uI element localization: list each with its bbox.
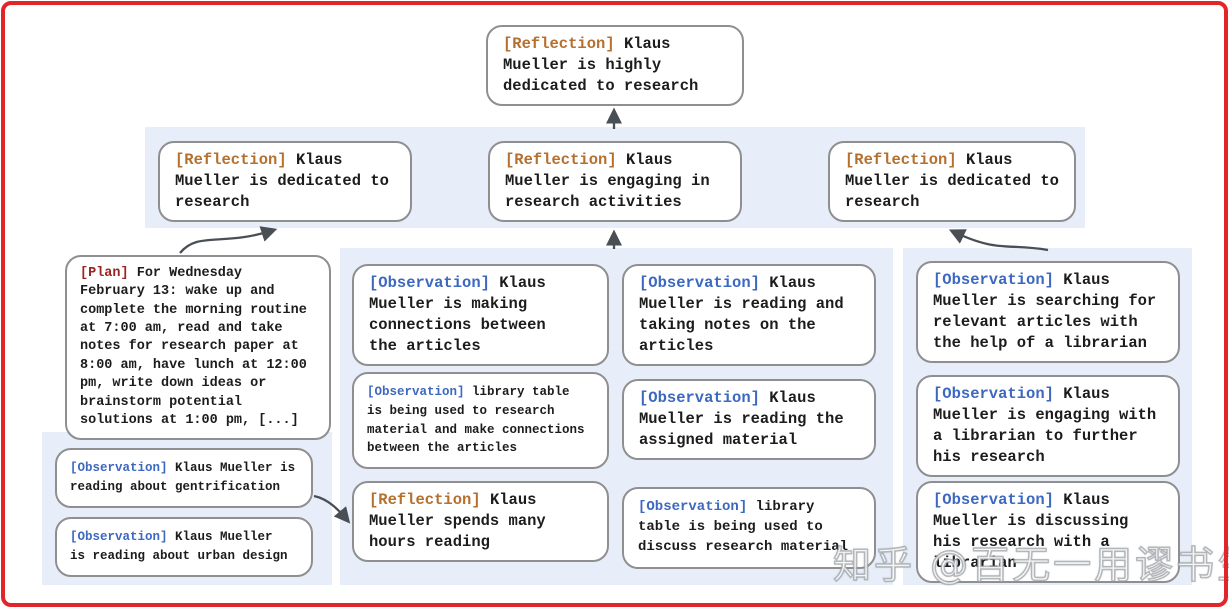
memory-type-tag: [Observation]: [369, 274, 490, 292]
memory-text: library table is being used to research …: [367, 385, 585, 456]
observation-card: [Observation] Klaus Mueller is reading a…: [622, 264, 876, 366]
memory-type-tag: [Reflection]: [369, 491, 481, 509]
memory-text: Klaus Mueller is dedicated to research: [175, 151, 389, 211]
reflection-card: [Reflection] Klaus Mueller is engaging i…: [488, 141, 742, 222]
memory-type-tag: [Observation]: [639, 274, 760, 292]
memory-type-tag: [Reflection]: [175, 151, 287, 169]
observation-card: [Observation] Klaus Mueller is reading a…: [55, 448, 313, 508]
memory-text: Klaus Mueller is reading about gentrific…: [70, 461, 296, 494]
memory-type-tag: [Observation]: [367, 385, 465, 399]
memory-text: Klaus Mueller is highly dedicated to res…: [503, 35, 699, 95]
plan-card: [Plan] For Wednesday February 13: wake u…: [65, 255, 331, 441]
memory-type-tag: [Observation]: [933, 385, 1054, 403]
reflection-card: [Reflection] Klaus Mueller is dedicated …: [158, 141, 412, 222]
memory-text: Klaus Mueller is reading and taking note…: [639, 274, 844, 355]
reflection-card: [Reflection] Klaus Mueller spends many h…: [352, 481, 609, 562]
memory-type-tag: [Reflection]: [503, 35, 615, 53]
memory-text: Klaus Mueller is reading about urban des…: [70, 530, 288, 563]
memory-text: Klaus Mueller is making connections betw…: [369, 274, 546, 355]
arrow-plan-to-left-reflection: [179, 226, 278, 254]
observation-card: [Observation] Klaus Mueller is searching…: [916, 261, 1180, 363]
memory-text: library table is being used to discuss r…: [638, 499, 849, 555]
observation-card: [Observation] Klaus Mueller is making co…: [352, 264, 609, 366]
memory-type-tag: [Observation]: [933, 271, 1054, 289]
memory-text: For Wednesday February 13: wake up and c…: [80, 266, 307, 428]
observation-card: [Observation] Klaus Mueller is reading t…: [622, 379, 876, 460]
memory-type-tag: [Observation]: [933, 491, 1054, 509]
memory-text: Klaus Mueller spends many hours reading: [369, 491, 546, 551]
watermark: 知乎 @百无一用谬书生: [832, 542, 1229, 588]
memory-type-tag: [Observation]: [70, 461, 168, 475]
memory-text: Klaus Mueller is dedicated to research: [845, 151, 1059, 211]
memory-type-tag: [Observation]: [70, 530, 168, 544]
reflection-card: [Reflection] Klaus Mueller is highly ded…: [486, 25, 744, 106]
memory-text: Klaus Mueller is engaging in research ac…: [505, 151, 710, 211]
memory-type-tag: [Reflection]: [845, 151, 957, 169]
observation-card: [Observation] Klaus Mueller is discussin…: [916, 481, 1180, 583]
observation-card: [Observation] library table is being use…: [622, 487, 876, 569]
memory-type-tag: [Plan]: [80, 266, 129, 281]
observation-card: [Observation] library table is being use…: [352, 372, 609, 469]
reflection-card: [Reflection] Klaus Mueller is dedicated …: [828, 141, 1076, 222]
observation-card: [Observation] Klaus Mueller is reading a…: [55, 517, 313, 577]
memory-text: Klaus Mueller is reading the assigned ma…: [639, 389, 844, 449]
memory-text: Klaus Mueller is engaging with a librari…: [933, 385, 1157, 466]
observation-card: [Observation] Klaus Mueller is engaging …: [916, 375, 1180, 477]
memory-type-tag: [Observation]: [639, 389, 760, 407]
memory-type-tag: [Reflection]: [505, 151, 617, 169]
memory-type-tag: [Observation]: [638, 499, 748, 515]
memory-text: Klaus Mueller is searching for relevant …: [933, 271, 1157, 352]
memory-text: Klaus Mueller is discussing his research…: [933, 491, 1129, 572]
